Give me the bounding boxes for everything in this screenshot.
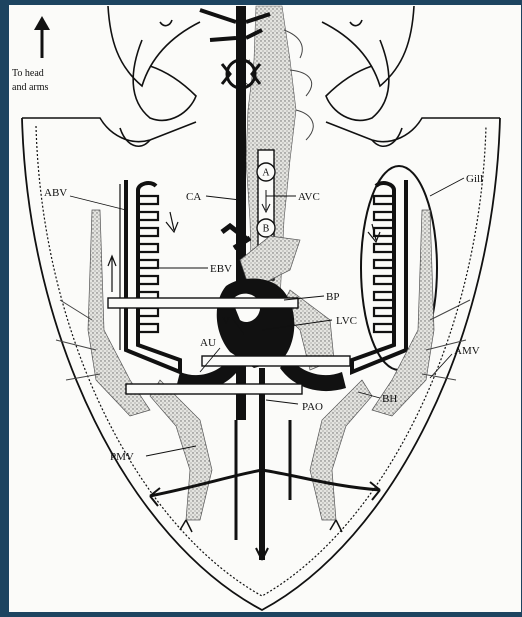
label-ebv: EBV bbox=[210, 263, 232, 275]
valve-b-label: B bbox=[263, 223, 270, 234]
label-gill: Gill bbox=[466, 173, 483, 185]
label-abv: ABV bbox=[44, 187, 67, 199]
label-v: V bbox=[222, 315, 230, 327]
direction-note-line2: and arms bbox=[12, 82, 48, 93]
label-pao: PAO bbox=[302, 401, 323, 413]
label-lvc: LVC bbox=[336, 315, 357, 327]
left-gill bbox=[108, 180, 180, 372]
direction-note-line1: To head bbox=[12, 68, 44, 79]
label-pmv: PMV bbox=[110, 451, 134, 463]
label-bp: BP bbox=[326, 291, 339, 303]
valve-a-label: A bbox=[262, 167, 270, 178]
label-avc: AVC bbox=[298, 191, 320, 203]
label-bh: BH bbox=[382, 393, 397, 405]
label-ca: CA bbox=[186, 191, 201, 203]
label-amv: AMV bbox=[454, 345, 480, 357]
label-au: AU bbox=[200, 337, 216, 349]
up-arrow-icon bbox=[34, 16, 50, 58]
